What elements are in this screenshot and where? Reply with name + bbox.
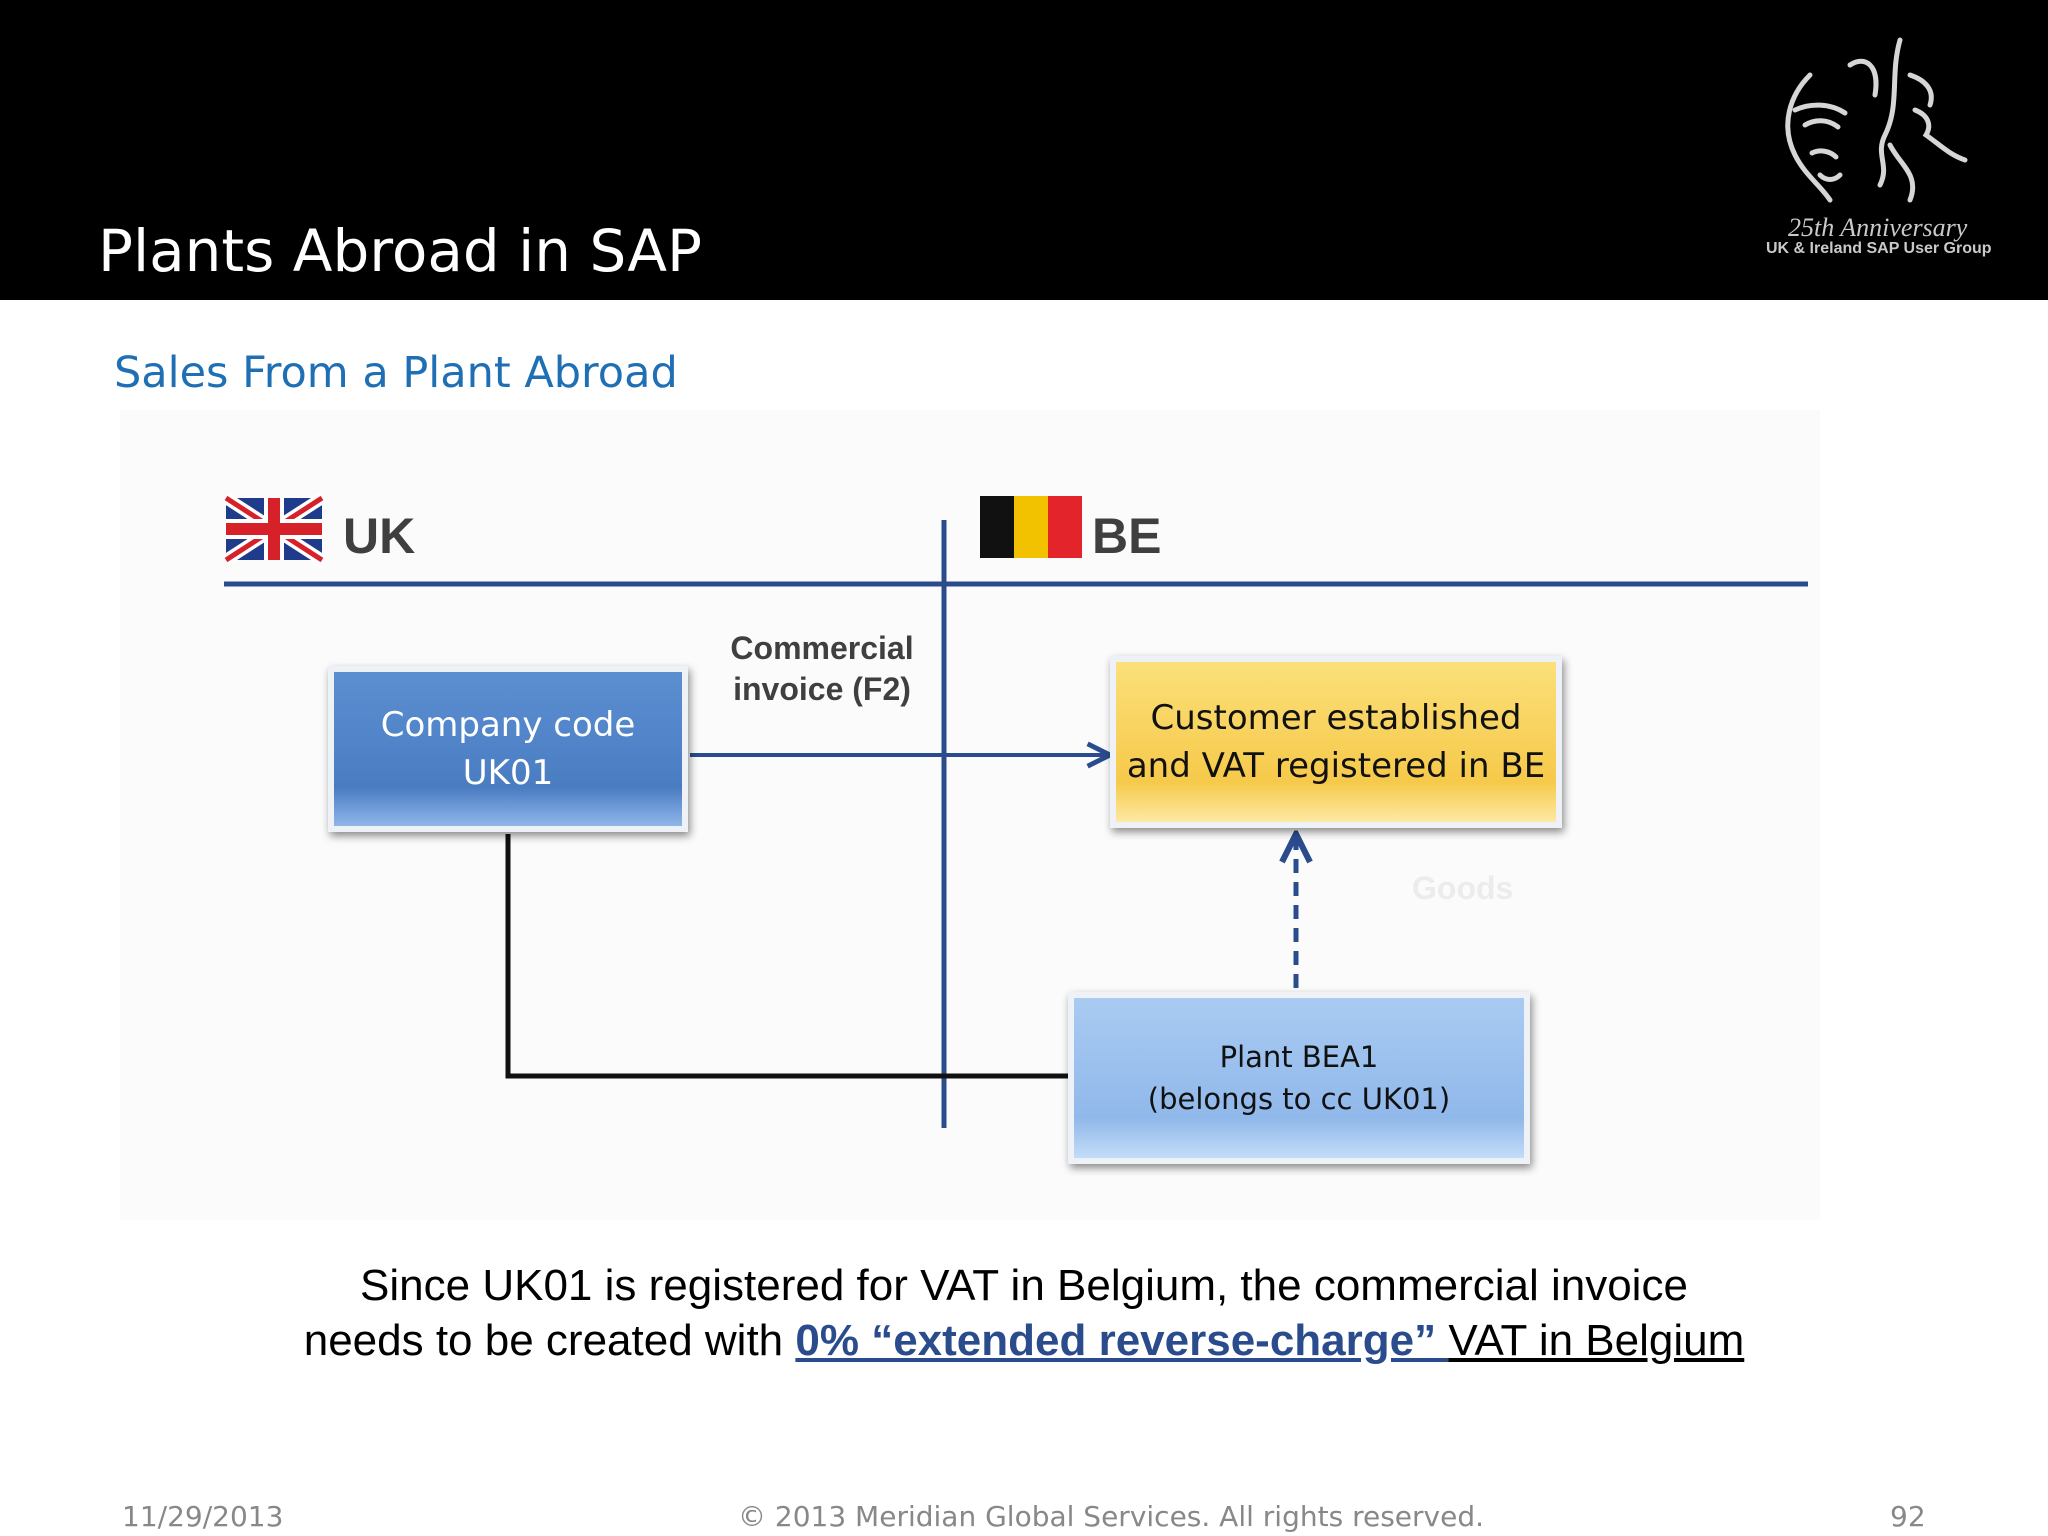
header-bar — [0, 0, 2048, 300]
plant-box: Plant BEA1 (belongs to cc UK01) — [1068, 992, 1530, 1164]
user-group-logo — [1785, 37, 1968, 203]
belgium-flag-icon — [980, 496, 1082, 558]
uk-flag-icon — [222, 492, 326, 566]
footer-date: 11/29/2013 — [122, 1500, 284, 1533]
footer-page-number: 92 — [1890, 1500, 1926, 1533]
uk-label: UK — [343, 508, 416, 564]
company-code-box: Company code UK01 — [328, 666, 688, 832]
plant-line1: Plant BEA1 — [1219, 1040, 1379, 1074]
caption-prefix: needs to be created with — [303, 1316, 796, 1365]
caption: Since UK01 is registered for VAT in Belg… — [0, 1258, 2048, 1368]
goods-label: Goods — [1412, 870, 1514, 906]
slide-subtitle: Sales From a Plant Abroad — [114, 348, 678, 398]
footer-copyright: © 2013 Meridian Global Services. All rig… — [738, 1500, 1484, 1533]
plant-line2: (belongs to cc UK01) — [1147, 1082, 1451, 1116]
caption-suffix: VAT in Belgium — [1448, 1316, 1745, 1365]
caption-emphasis: 0% “extended reverse-charge” — [795, 1316, 1449, 1365]
be-label: BE — [1092, 508, 1162, 564]
customer-line1: Customer established — [1150, 698, 1522, 738]
ownership-connector — [505, 834, 1068, 1079]
caption-line2: needs to be created with 0% “extended re… — [0, 1313, 2048, 1368]
company-code-line1: Company code — [380, 705, 636, 745]
invoice-label-line1: Commercial — [730, 630, 914, 666]
customer-line2: and VAT registered in BE — [1126, 746, 1546, 786]
invoice-label: Commercial invoice (F2) — [712, 628, 932, 710]
invoice-label-line2: invoice (F2) — [733, 671, 911, 707]
logo-anniversary-text: 25th Anniversary — [1788, 213, 1968, 242]
logo-group-text: UK & Ireland SAP User Group — [1766, 240, 1992, 257]
caption-line1: Since UK01 is registered for VAT in Belg… — [360, 1261, 1688, 1310]
customer-box: Customer established and VAT registered … — [1110, 656, 1562, 828]
slide-title: Plants Abroad in SAP — [98, 217, 702, 285]
company-code-line2: UK01 — [462, 753, 554, 793]
